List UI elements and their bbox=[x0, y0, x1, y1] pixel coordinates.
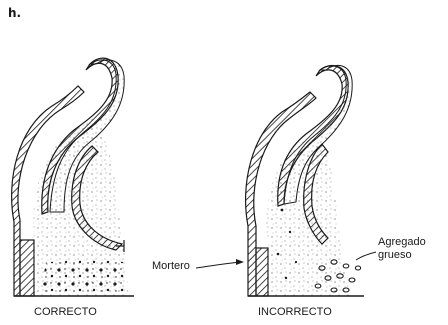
caption-incorrect: INCORRECTO bbox=[258, 306, 332, 319]
caption-correct: CORRECTO bbox=[34, 306, 97, 319]
form-base bbox=[20, 240, 34, 296]
aggregate-leader bbox=[356, 252, 376, 260]
form-base bbox=[256, 248, 268, 296]
mortar-label: Mortero bbox=[152, 260, 190, 273]
coarse-aggregate-label-line2: grueso bbox=[378, 249, 426, 262]
coarse-aggregate-label: Agregado grueso bbox=[378, 236, 426, 262]
mortar-leader bbox=[196, 262, 240, 268]
concrete-aggregate bbox=[40, 260, 128, 296]
coarse-aggregate-label-line1: Agregado bbox=[378, 236, 426, 249]
incorrect-diagram bbox=[196, 65, 376, 296]
correct-diagram bbox=[12, 58, 134, 296]
mortar-leader-arrow bbox=[236, 259, 244, 265]
